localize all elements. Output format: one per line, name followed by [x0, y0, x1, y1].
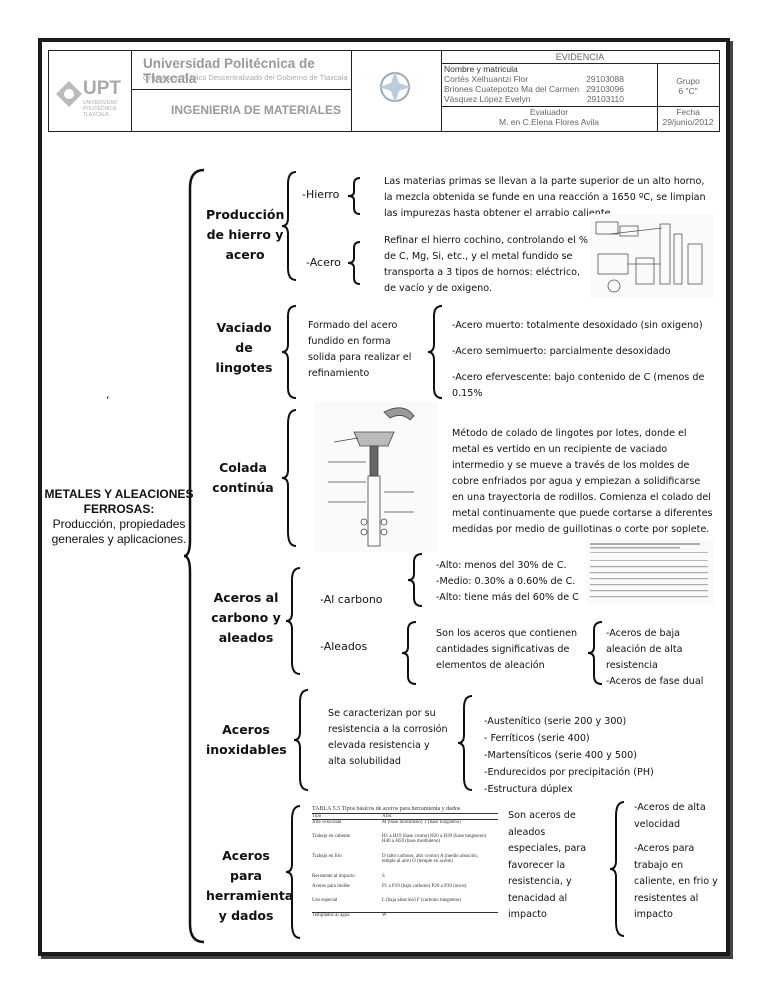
label-inoxidables: Aceros inoxidables [206, 722, 287, 757]
vaciado-desc: Formado del acero fundido en forma solid… [308, 320, 412, 379]
list-item: -Aceros para trabajo en caliente, en fri… [634, 843, 718, 920]
aleados-list: -Aceros de baja aleación de alta resiste… [606, 626, 714, 690]
brace-al-carbono [407, 553, 423, 607]
main-topic-subtitle: Producción, propiedades generales y apli… [51, 517, 187, 546]
aleados-text: Son los aceros que contienen cantidades … [436, 628, 578, 671]
logo-cell: UPT UNIVERSIDAD POLITÉCNICA TLAXCALA [49, 51, 132, 131]
label-carbono: Aceros al carbono y aleados [211, 590, 281, 645]
list-item: -Aceros de alta velocidad [634, 802, 706, 830]
brace-acero [347, 241, 361, 285]
herramienta-text: Son aceros de aleados especiales, para f… [508, 810, 587, 920]
list-item: -Medio: 0.30% a 0.60% de C. [436, 576, 576, 587]
list-item: -Estructura dúplex [484, 784, 573, 795]
table-header: Tipo AISI [312, 814, 498, 820]
tool-steel-table: TABLA 5.5 Tipos básicos de aceros para h… [312, 806, 498, 932]
steel-properties-table-image [586, 540, 714, 604]
list-item: - Ferríticos (serie 400) [484, 733, 590, 744]
brace-produccion [281, 171, 297, 281]
course-name: INGENIERIA DE MATERIALES [171, 103, 342, 117]
main-topic-title: METALES Y ALEACIONES FERROSAS: [44, 487, 194, 516]
continuous-casting-diagram [314, 402, 438, 552]
logo-text: UPT [83, 78, 121, 99]
date-label: Fecha [676, 107, 700, 117]
hierro-text: Las materias primas se llevan a la parte… [384, 176, 706, 219]
list-item: -Aceros de fase dual [606, 676, 704, 687]
list-item: -Alto: tiene más del 60% de C [436, 592, 579, 603]
brace-herramienta-types [609, 801, 625, 937]
hierro-label: -Hierro [302, 188, 340, 201]
list-item: -Austenítico (serie 200 y 300) [484, 716, 627, 727]
label-produccion: Producción de hierro y acero [206, 207, 285, 262]
table-title: TABLA 5.5 Tipos básicos de aceros para h… [312, 806, 498, 814]
evidence-cell: EVIDENCIA Nombre y matricula Cortés Xelh… [441, 51, 719, 131]
acero-label: -Acero [306, 256, 341, 269]
brace-carbono [285, 567, 301, 675]
herramienta-list: -Aceros de alta velocidad -Aceros para t… [634, 800, 718, 924]
list-item: -Acero efervescente: bajo contenido de C… [452, 372, 705, 399]
brace-aleados [401, 621, 417, 685]
list-item: -Alto: menos del 30% de C. [436, 560, 567, 571]
label-colada: Colada continúa [212, 460, 274, 495]
brace-vaciado-types [427, 305, 443, 399]
list-item: -Acero semimuerto: parcialmente desoxida… [452, 346, 671, 357]
aleados-label: -Aleados [320, 640, 368, 653]
organism-name: Organismo Público Descentralizado del Go… [143, 73, 348, 82]
brace-vaciado [281, 305, 297, 399]
stray-mark: , [106, 388, 110, 401]
group-label: Grupo [676, 76, 700, 86]
name-label: Nombre y matricula [444, 64, 518, 74]
list-item: -Acero muerto: totalmente desoxidado (si… [452, 320, 703, 331]
brace-colada [281, 409, 297, 547]
blast-furnace-illustration [590, 214, 714, 298]
logo-subtext: UNIVERSIDAD POLITÉCNICA TLAXCALA [83, 100, 118, 118]
brace-hierro [347, 177, 361, 215]
date-value: 29/junio/2012 [662, 117, 714, 127]
brace-aleados-types [587, 621, 603, 685]
label-vaciado: Vaciado de lingotes [215, 320, 273, 375]
al-carbono-list: -Alto: menos del 30% de C. -Medio: 0.30%… [436, 558, 586, 606]
group-value: 6 "C" [678, 86, 698, 96]
vaciado-list: -Acero muerto: totalmente desoxidado (si… [452, 318, 720, 402]
seal-cell [351, 51, 442, 131]
brace-herramienta [285, 805, 301, 939]
upt-logo-icon [56, 81, 82, 107]
list-item: -Endurecidos por precipitación (PH) [484, 767, 654, 778]
institution-seal-icon [379, 71, 411, 103]
brace-inoxidables [293, 689, 309, 791]
evaluator-name: M. en C.Elena Flores Avila [499, 117, 599, 127]
page-frame [38, 38, 730, 956]
evaluator-label: Evaluador [529, 107, 569, 117]
main-brace [183, 168, 205, 944]
inoxidables-text: Se caracterizan por su resistencia a la … [328, 708, 448, 767]
label-herramienta: Aceros para herramienta y dados [206, 848, 294, 923]
evidence-title: EVIDENCIA [555, 52, 605, 62]
brace-inoxidables-types [457, 695, 473, 791]
colada-text: Método de colado de lingotes por lotes, … [452, 428, 713, 535]
list-item: -Martensíticos (serie 400 y 500) [484, 750, 637, 761]
university-cell: Universidad Politécnica de Tlaxcala Orga… [131, 51, 352, 131]
university-name: Universidad Politécnica de Tlaxcala [143, 56, 315, 86]
acero-text: Refinar el hierro cochino, controlando e… [384, 235, 588, 294]
main-topic: METALES Y ALEACIONES FERROSAS: Producció… [44, 487, 194, 547]
list-item: -Aceros de baja aleación de alta resiste… [606, 628, 683, 671]
al-carbono-label: -Al carbono [320, 593, 383, 606]
document-header: UPT UNIVERSIDAD POLITÉCNICA TLAXCALA Uni… [48, 50, 720, 132]
inoxidables-list: -Austenítico (serie 200 y 300) - Ferríti… [484, 713, 714, 798]
